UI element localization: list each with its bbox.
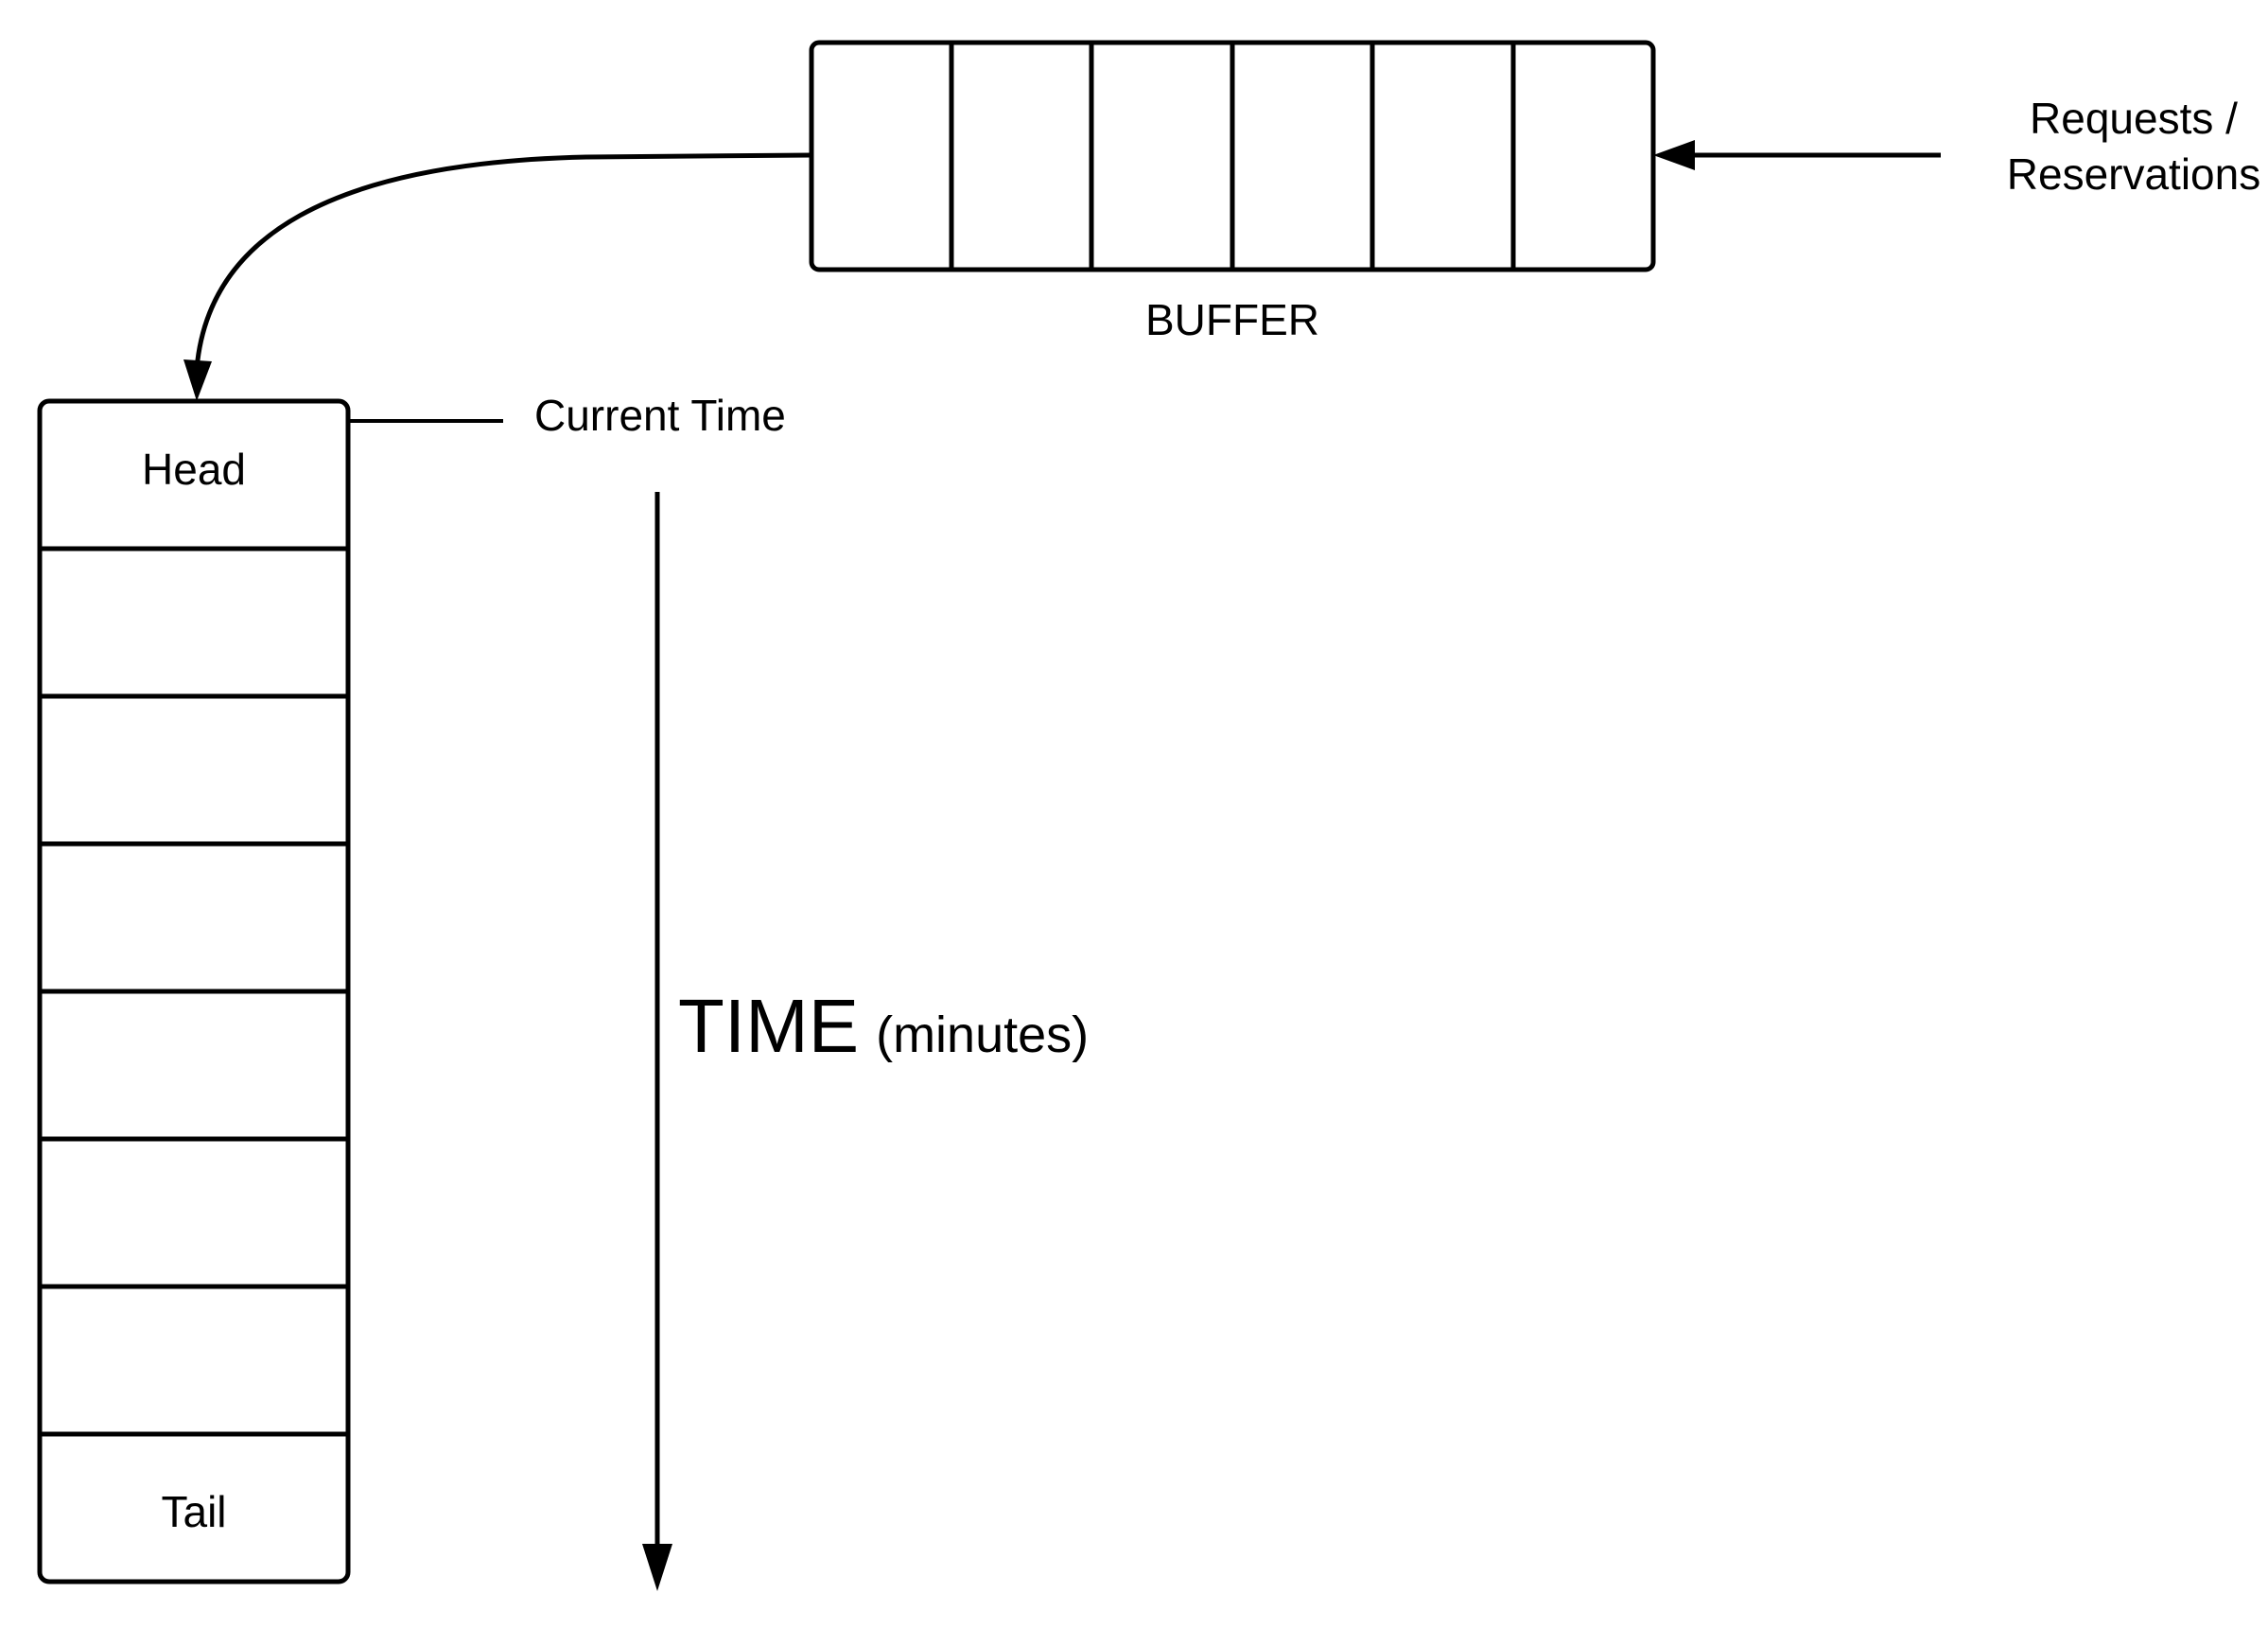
queue-head-label: Head xyxy=(142,445,246,494)
time-axis-title: TIME xyxy=(678,984,859,1068)
requests-label-line1: Requests / xyxy=(2030,94,2238,143)
buffer-label: BUFFER xyxy=(1145,295,1319,344)
buffer-to-head-curve xyxy=(194,152,812,370)
time-axis-arrowhead xyxy=(642,1544,672,1591)
buffer: BUFFER xyxy=(809,40,1656,344)
current-time-label: Current Time xyxy=(534,391,786,440)
queue: Head Tail xyxy=(37,398,351,1584)
buffer-to-head-arrow xyxy=(183,152,812,401)
queue-tail-label: Tail xyxy=(161,1487,226,1536)
requests-label-line2: Reservations xyxy=(2007,149,2260,199)
time-axis-label: TIME (minutes) xyxy=(678,984,1089,1068)
requests-input: Requests / Reservations xyxy=(1653,94,2260,199)
current-time-marker: Current Time xyxy=(350,391,786,440)
requests-arrowhead xyxy=(1653,140,1695,170)
buffer-to-head-arrowhead xyxy=(183,359,212,401)
time-axis-unit: (minutes) xyxy=(876,1007,1089,1063)
time-axis: TIME (minutes) xyxy=(642,492,1089,1591)
